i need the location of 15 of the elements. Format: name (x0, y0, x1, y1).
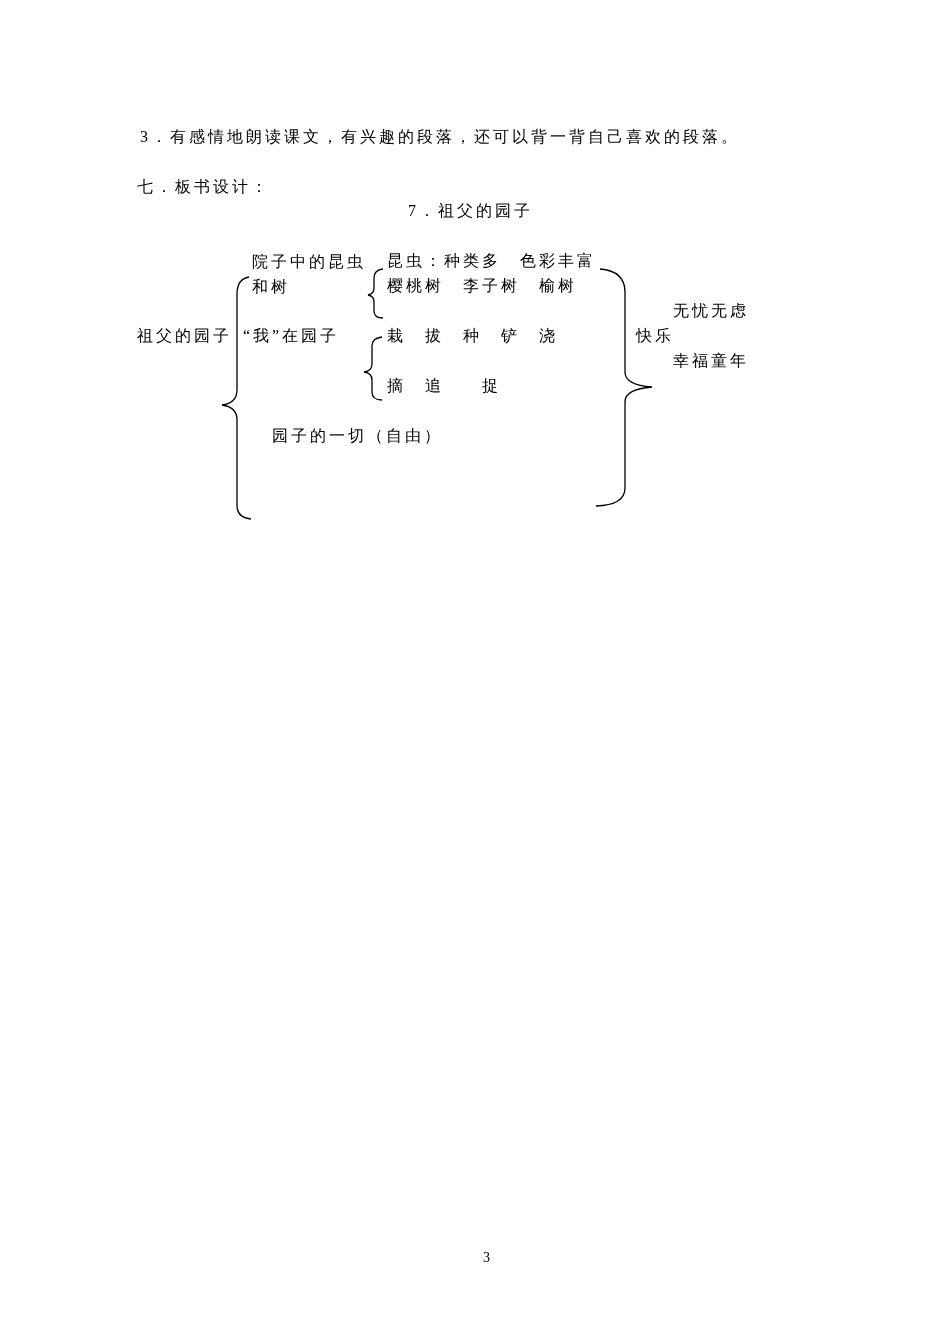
detail-text: 樱桃树 李子树 榆树 (387, 276, 577, 296)
summary-text: 幸福童年 (673, 351, 749, 371)
section-heading: 七．板书设计： (137, 177, 270, 197)
branch-text: 院子中的昆虫和树 (252, 252, 366, 297)
page-number: 3 (483, 1249, 490, 1267)
detail-text: 昆虫：种类多 色彩丰富 (387, 251, 596, 271)
detail-text: 摘 追 捉 (387, 376, 501, 396)
branch-text: 园子的一切（自由） (272, 426, 443, 446)
topic-text: 祖父的园子 (137, 326, 232, 346)
body-text: 3．有感情地朗读课文，有兴趣的段落，还可以背一背自己喜欢的段落。 (140, 127, 740, 147)
summary-text: 无忧无虑 (673, 301, 749, 321)
summary-text: 快乐 (636, 326, 674, 346)
detail-text: 栽 拔 种 铲 浇 (387, 326, 558, 346)
board-title: 7．祖父的园子 (408, 201, 533, 221)
branch-text: “我”在园子 (243, 326, 340, 346)
